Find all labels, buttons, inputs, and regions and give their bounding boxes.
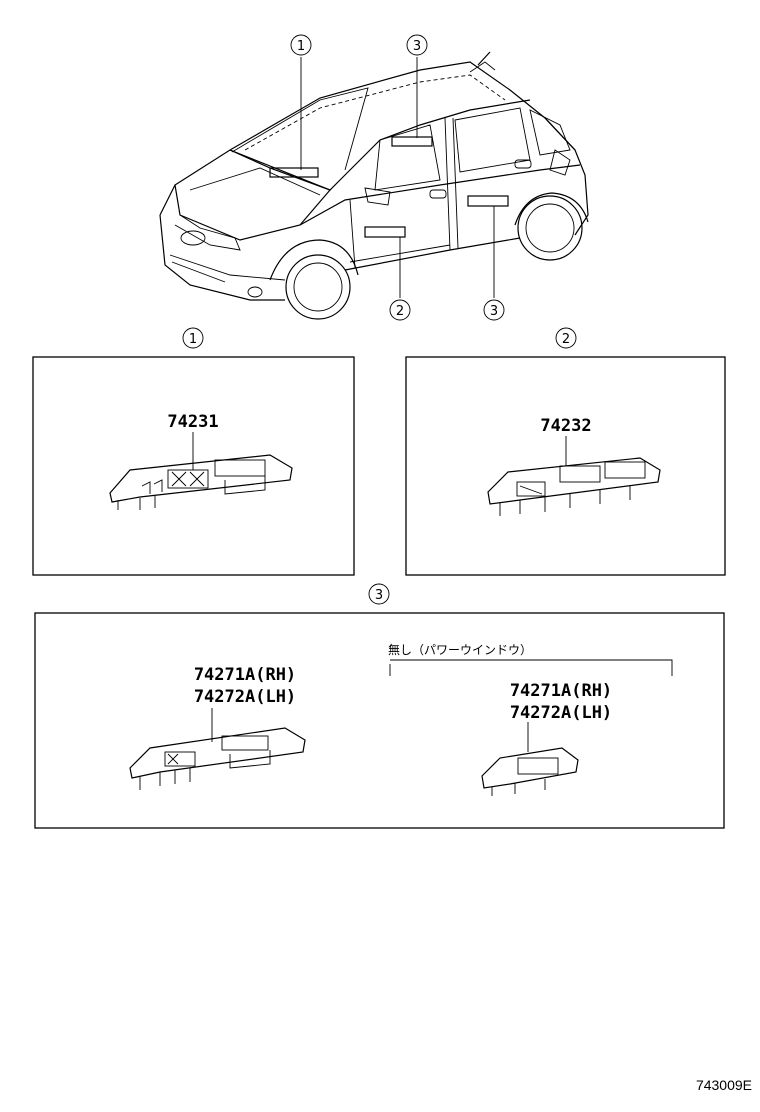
panel-2-callout: 2 (562, 332, 570, 347)
part-number-74271A-rh-left: 74271A(RH) (194, 665, 296, 685)
part-number-74271A-rh-right: 74271A(RH) (510, 681, 612, 701)
svg-text:3: 3 (413, 39, 421, 54)
part-number-74232: 74232 (540, 416, 591, 436)
part-number-74231: 74231 (167, 412, 218, 432)
panel-3-callout: 3 (375, 588, 383, 603)
switch-74271A-drawing (129, 727, 306, 790)
panel-1-callout: 1 (189, 332, 197, 347)
switch-74231-drawing (109, 454, 293, 510)
no-power-window-note: 無し（パワーウインドウ） (388, 642, 532, 657)
callout-car-1: 1 (290, 34, 312, 56)
switch-no-power-window-drawing (481, 747, 579, 796)
callout-car-3-bottom: 3 (483, 299, 505, 321)
panel-2: 2 74232 (405, 327, 726, 576)
switch-74232-drawing (487, 457, 661, 516)
callout-car-3-top: 3 (406, 34, 428, 56)
svg-text:1: 1 (297, 39, 305, 54)
car-illustration (159, 51, 589, 320)
part-number-74272A-lh-left: 74272A(LH) (194, 687, 296, 707)
svg-text:3: 3 (490, 304, 498, 319)
diagram-reference-id: 743009E (696, 1077, 752, 1093)
svg-text:2: 2 (396, 304, 404, 319)
callout-car-2: 2 (389, 299, 411, 321)
panel-1: 1 74231 (32, 327, 355, 576)
panel-3: 3 74271A(RH) 74272A(LH) 無し（パワーウインドウ） 742… (34, 583, 725, 829)
part-number-74272A-lh-right: 74272A(LH) (510, 703, 612, 723)
